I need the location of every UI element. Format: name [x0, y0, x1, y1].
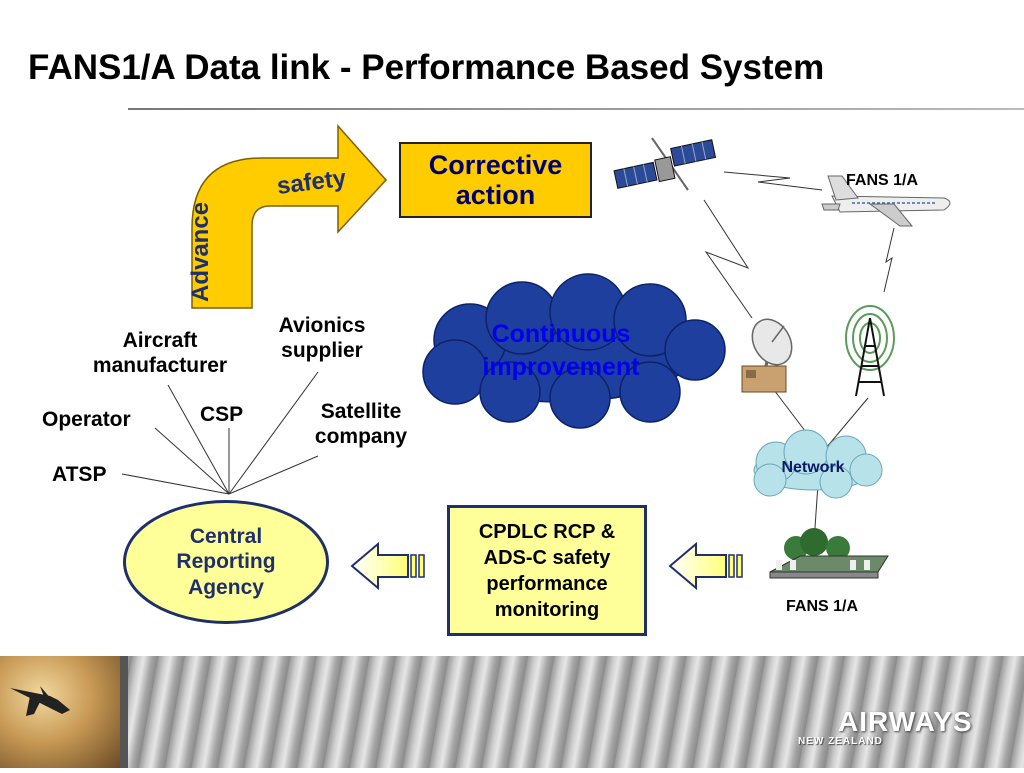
- advance-text: Advance: [187, 202, 214, 302]
- page-title: FANS1/A Data link - Performance Based Sy…: [28, 48, 825, 87]
- safety-text: safety: [275, 165, 348, 200]
- footer-airplane-photo: [0, 656, 120, 768]
- monitoring-line2: ADS-C safety: [483, 546, 611, 569]
- central-reporting-line3: Agency: [188, 575, 264, 599]
- monitoring-line3: performance: [486, 572, 608, 595]
- footer-separator: [120, 656, 128, 768]
- continuous-improvement-line1: Continuous: [491, 320, 631, 348]
- network-label: Network: [781, 459, 845, 476]
- title-divider: [128, 108, 1024, 110]
- corrective-action-line2: action: [455, 180, 536, 210]
- avionics-supplier-line2: supplier: [281, 339, 363, 363]
- building-icon: [769, 528, 889, 579]
- satellite-dish-icon: [741, 318, 793, 393]
- corrective-action-line1: Corrective: [428, 149, 563, 180]
- network-cloud: [753, 429, 883, 499]
- csp-label: CSP: [200, 403, 244, 426]
- fans-ground-label: FANS 1/A: [786, 598, 859, 615]
- monitoring-line1: CPDLC RCP &: [478, 520, 616, 543]
- fans-aircraft-label: FANS 1/A: [846, 172, 919, 189]
- satellite-icon: [613, 137, 717, 191]
- aircraft-manufacturer-line2: manufacturer: [92, 354, 228, 378]
- advance-safety-arrow: [191, 124, 388, 309]
- comm-links: [703, 171, 895, 543]
- advance-safety-label: Advance safety: [187, 165, 348, 302]
- arrow-left-icon: [668, 541, 743, 591]
- atsp-label: ATSP: [52, 463, 107, 486]
- avionics-supplier-label: Avionics supplier: [262, 313, 382, 363]
- corrective-action-box: Corrective action: [399, 142, 592, 218]
- airways-logo: AIRWAYS: [838, 706, 973, 737]
- aircraft-manufacturer-label: Aircraft manufacturer: [72, 328, 248, 378]
- continuous-improvement-line2: improvement: [482, 352, 640, 381]
- satellite-company-line1: Satellite: [320, 400, 402, 423]
- airplane-icon: [821, 175, 951, 227]
- satellite-company-line2: company: [314, 425, 408, 449]
- footer-banner: AIRWAYS NEW ZEALAND: [0, 656, 1024, 768]
- operator-label: Operator: [42, 408, 131, 431]
- continuous-improvement-cloud: [422, 273, 726, 429]
- diagram-canvas: [121, 124, 951, 591]
- aircraft-manufacturer-line1: Aircraft: [122, 329, 198, 352]
- avionics-supplier-line1: Avionics: [278, 314, 366, 337]
- airways-subtitle: NEW ZEALAND: [798, 736, 883, 747]
- satellite-company-label: Satellite company: [298, 399, 424, 449]
- monitoring-line4: monitoring: [494, 598, 600, 621]
- airplane-icon: [10, 686, 70, 716]
- central-reporting-line1: Central: [189, 525, 263, 549]
- arrow-left-icon: [350, 541, 425, 591]
- central-reporting-line2: Reporting: [176, 550, 276, 574]
- monitoring-box: CPDLC RCP & ADS-C safety performance mon…: [447, 505, 647, 636]
- continuous-improvement-text: Continuous improvement: [423, 318, 699, 383]
- stakeholder-lines: [121, 371, 319, 495]
- central-reporting-agency: Central Reporting Agency: [123, 500, 329, 624]
- radio-tower-icon: [845, 305, 895, 397]
